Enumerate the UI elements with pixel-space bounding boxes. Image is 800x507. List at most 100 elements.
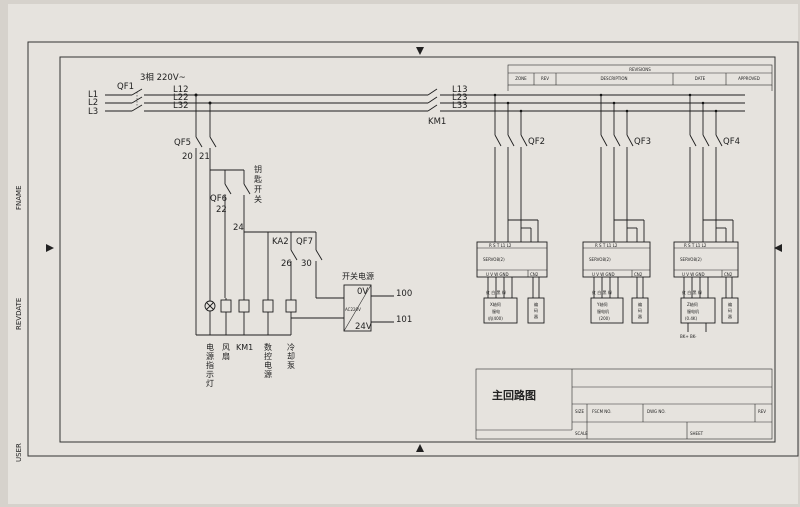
servo-x-motor-line3: 机(400)	[488, 315, 503, 321]
load-caption-indicator: 电 源 指 示 灯	[206, 342, 214, 388]
ka2-label: KA2	[272, 237, 289, 247]
line-l12-label: L12	[173, 85, 189, 95]
svg-text:指: 指	[206, 360, 214, 370]
svg-text:风: 风	[222, 343, 230, 352]
line-l33-label: L33	[452, 101, 468, 111]
title-dwg-label: DWG NO.	[647, 409, 666, 414]
servo-z-name: SERVO8(2)	[680, 257, 702, 262]
rev-col-zone: ZONE	[515, 76, 527, 81]
servo-z-brake-label: BK+ BK-	[680, 334, 697, 339]
psu-title: 开关电源	[342, 271, 374, 281]
svg-text:电: 电	[264, 360, 272, 370]
load-caption-km1: KM1	[236, 343, 253, 352]
servo-x-encoder-1: 编	[534, 301, 538, 307]
servo-y-bottom-terminals: U V W GND	[592, 272, 615, 277]
qf6-terminal-22: 22	[216, 205, 227, 215]
rev-col-approved: APPROVED	[738, 76, 760, 81]
line-l2-label: L2	[88, 98, 98, 108]
line-l13-label: L13	[452, 85, 468, 95]
title-block	[475, 368, 773, 440]
servo-y-encoder-1: 编	[638, 301, 642, 307]
servo-y-cn2-label: CN2	[634, 272, 643, 277]
load-caption-fan: 风 扇	[222, 343, 230, 361]
servo-z-wire-colors: 红 白 黑 绿	[682, 289, 702, 295]
servo-x-cn2-label: CN2	[530, 272, 539, 277]
servo-x-motor-line2: 服电	[492, 308, 500, 314]
qf5-terminal-21: 21	[199, 152, 210, 162]
servo-x-motor-line1: X轴伺	[490, 301, 501, 307]
title-fscm-label: FSCM NO.	[592, 409, 612, 414]
servo-y-encoder-3: 器	[638, 314, 642, 319]
servo-z-encoder-3: 器	[728, 314, 732, 319]
servo-x-encoder-3: 器	[534, 314, 538, 319]
servo-z-bottom-terminals: U V W GND	[682, 272, 705, 277]
qf5-label: QF5	[174, 138, 191, 148]
inner-border	[59, 56, 776, 443]
node-24-label: 24	[233, 223, 244, 233]
top-center-arrow	[416, 47, 424, 55]
qf4-label: QF4	[723, 137, 740, 147]
load-caption-coolant-pump: 冷 却 泵	[287, 342, 295, 370]
left-center-arrow	[46, 244, 54, 252]
svg-text:扇: 扇	[222, 351, 230, 361]
right-center-arrow	[774, 244, 782, 252]
servo-y-name: SERVO8(2)	[589, 257, 611, 262]
psu-24v-label: 24V	[355, 322, 372, 332]
svg-text:电: 电	[206, 342, 214, 352]
title-scale-label: SCALE	[575, 431, 588, 436]
ka2-terminal-26: 26	[281, 259, 292, 269]
svg-text:却: 却	[287, 351, 295, 361]
main-bus	[105, 88, 745, 112]
bottom-center-arrow	[416, 444, 424, 452]
fname-label: FNAME	[15, 185, 23, 210]
rev-col-rev: REV	[541, 76, 549, 81]
psu-input-label: AC220V	[345, 307, 361, 312]
qf3-label: QF3	[634, 137, 651, 147]
servo-z-cn2-label: CN2	[724, 272, 733, 277]
qf7-label: QF7	[296, 237, 313, 247]
key-switch-char-1: 钥	[254, 164, 262, 174]
drawing-title: 主回路图	[492, 388, 536, 402]
switching-power-supply	[343, 284, 394, 332]
svg-text:源: 源	[264, 370, 272, 379]
outer-border	[27, 41, 799, 457]
servo-x-bottom-terminals: U V W GND	[486, 272, 509, 277]
wire-101-label: 101	[396, 315, 412, 325]
qf2-label: QF2	[528, 137, 545, 147]
servo-x-name: SERVO8(2)	[483, 257, 505, 262]
qf5-terminal-20: 20	[182, 152, 193, 162]
servo-z-top-terminals: R S T L1 L2	[684, 243, 707, 248]
servo-y-wire-colors: 红 白 黑 绿	[592, 289, 612, 295]
line-l1-label: L1	[88, 90, 98, 100]
servo-z-encoder-2: 码	[728, 307, 732, 313]
svg-text:示: 示	[206, 370, 214, 379]
servo-z-encoder-1: 编	[728, 301, 732, 307]
wire-100-label: 100	[396, 289, 412, 299]
svg-text:灯: 灯	[206, 378, 214, 388]
paper-sheet	[8, 4, 798, 504]
qf1-label: QF1	[117, 82, 134, 92]
servo-drive-z	[673, 93, 739, 332]
svg-text:数: 数	[264, 342, 272, 352]
servo-y-top-terminals: R S T L1 L2	[595, 243, 618, 248]
key-switch-char-4: 关	[254, 194, 262, 204]
servo-z-motor-line1: Z轴伺	[687, 301, 698, 307]
revdate-label: REVDATE	[15, 298, 23, 330]
servo-drive-x	[476, 93, 548, 324]
svg-text:控: 控	[264, 351, 272, 361]
line-l22-label: L22	[173, 93, 189, 103]
key-switch-char-2: 匙	[254, 174, 262, 184]
svg-text:源: 源	[206, 352, 214, 361]
qf6-label: QF6	[210, 194, 227, 204]
servo-y-encoder-2: 码	[638, 307, 642, 313]
control-circuit	[195, 95, 344, 336]
servo-x-top-terminals: R S T L1 L2	[489, 243, 512, 248]
key-switch-char-3: 开	[254, 185, 262, 194]
servo-drive-y	[582, 93, 651, 324]
rev-col-date: DATE	[695, 76, 706, 81]
load-caption-cnc-power: 数 控 电 源	[264, 342, 272, 379]
qf7-terminal-30: 30	[301, 259, 312, 269]
revisions-header: REVISIONS	[629, 67, 651, 72]
servo-z-motor-line3: (0.4K)	[685, 316, 698, 321]
